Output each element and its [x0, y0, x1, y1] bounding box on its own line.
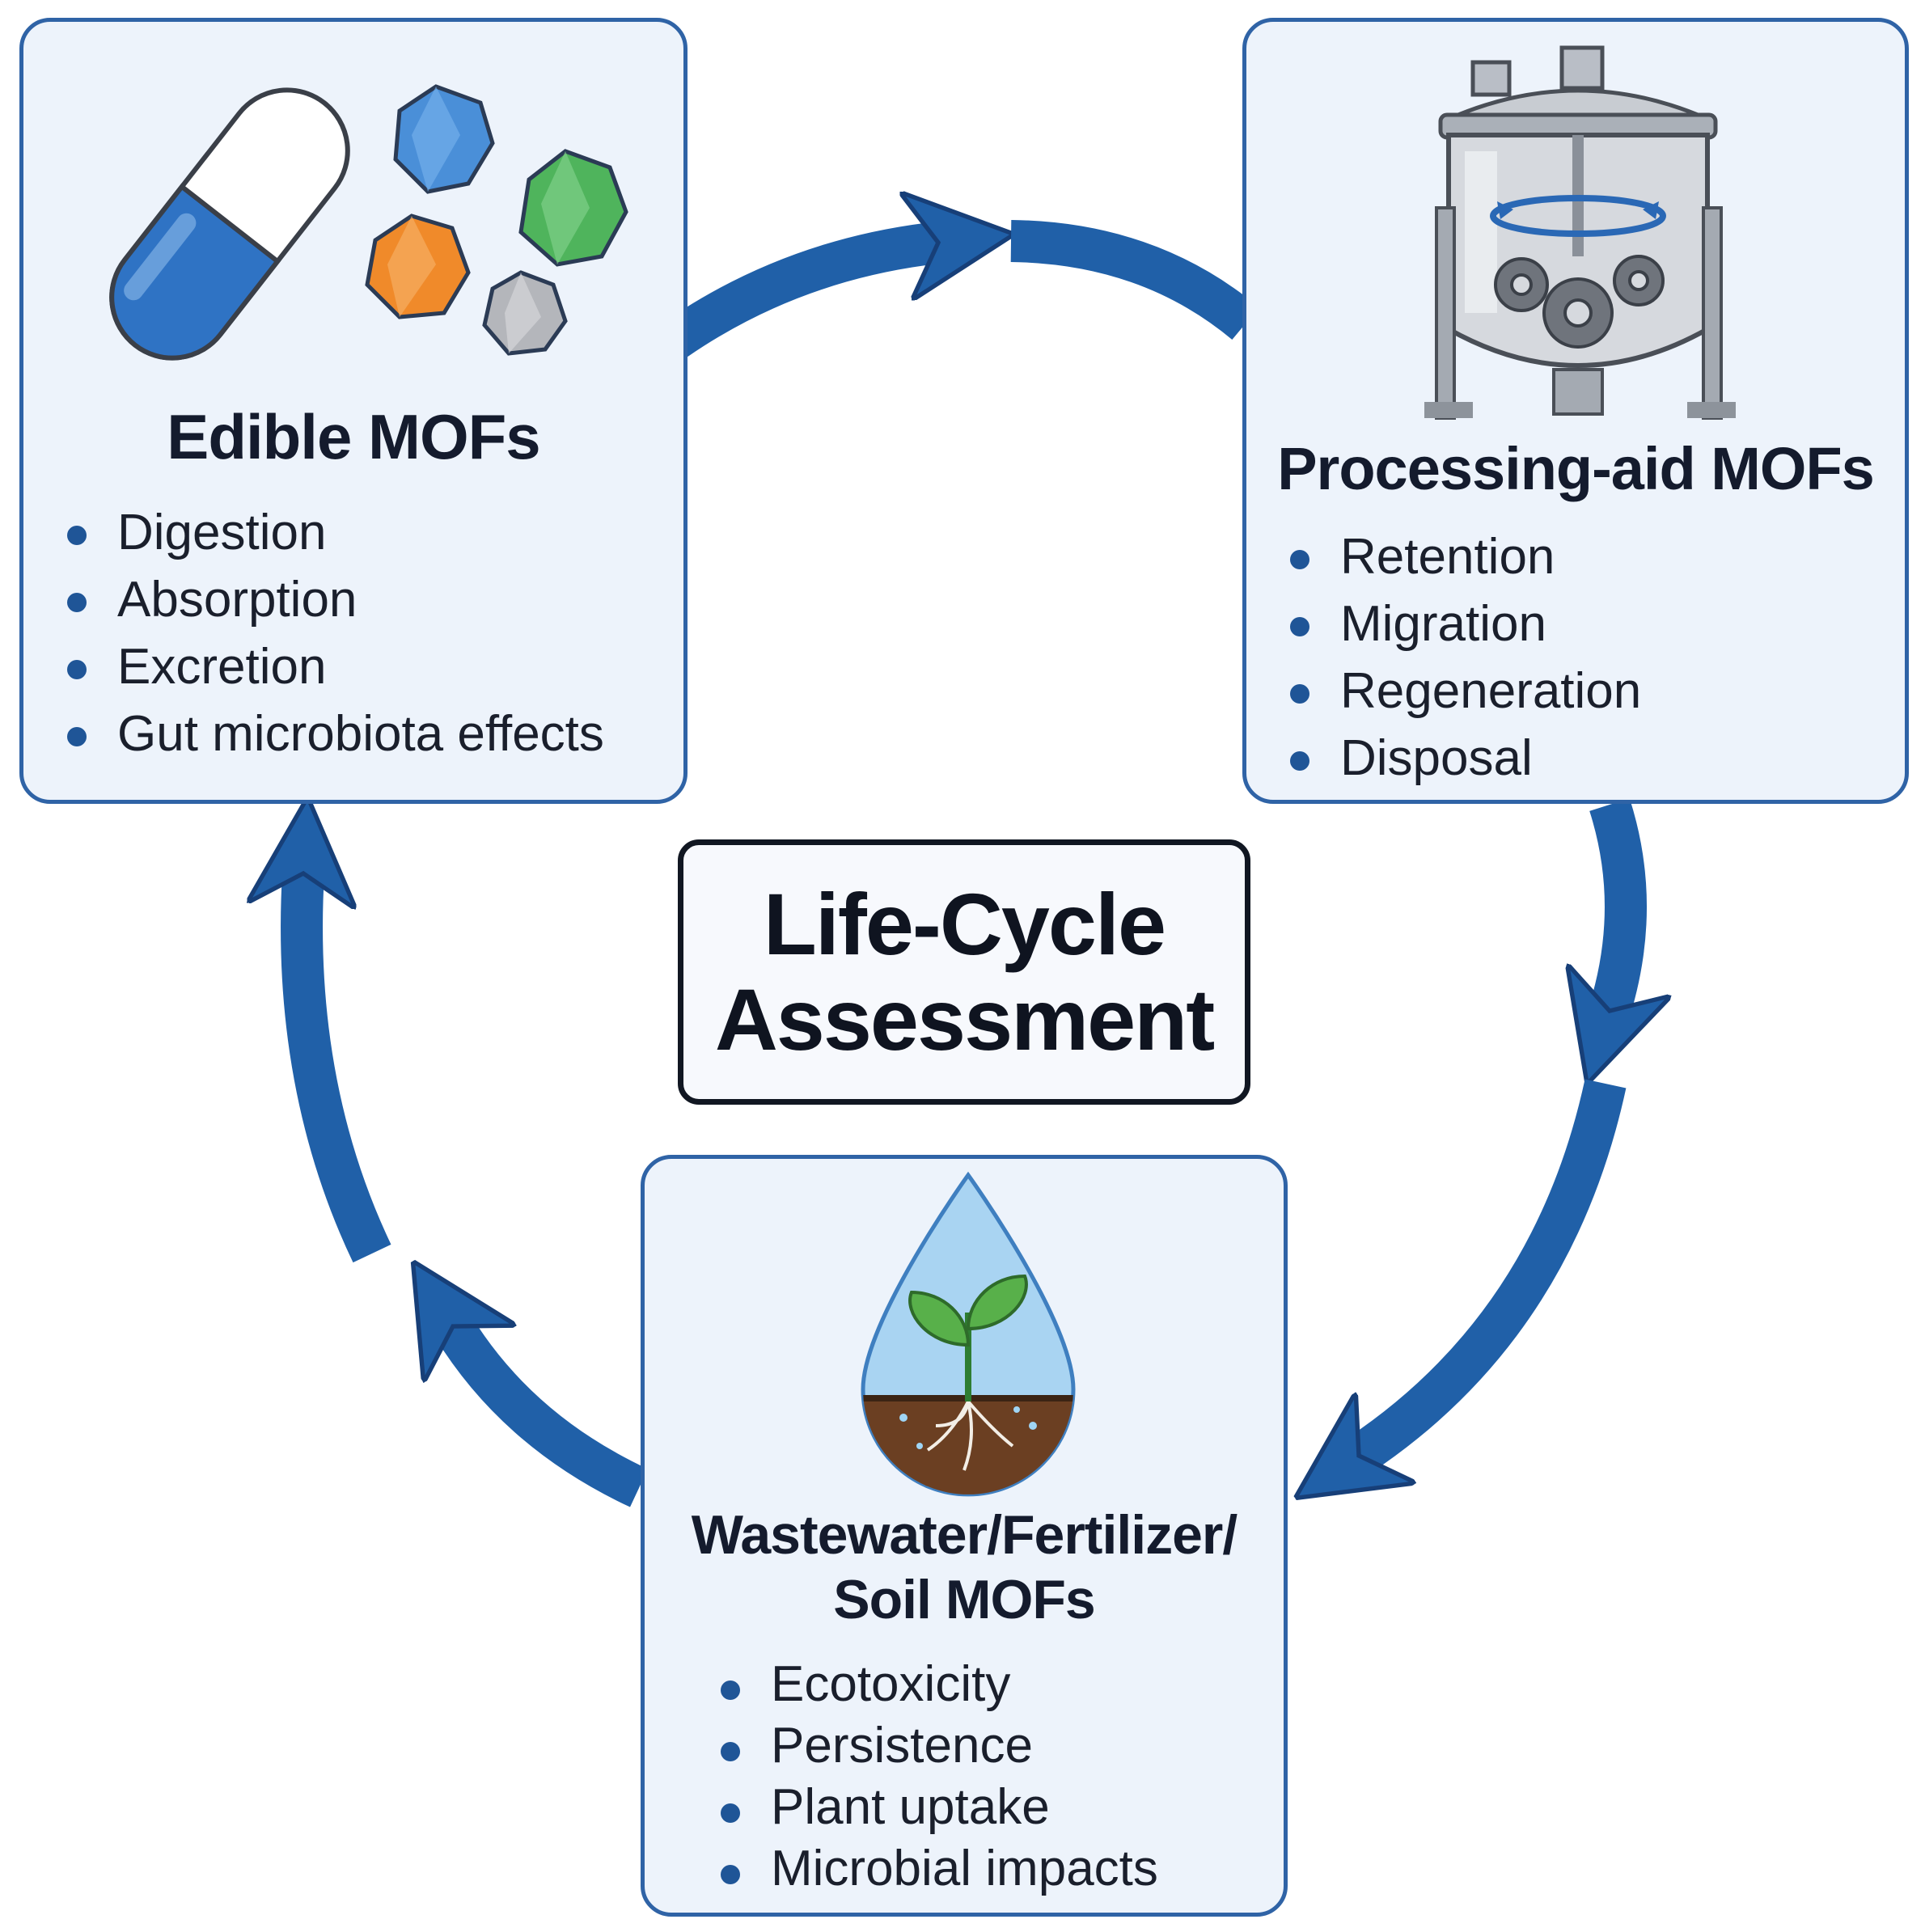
- list-item: Gut microbiota effects: [64, 700, 604, 767]
- list-item: Disposal: [1287, 725, 1641, 792]
- list-item: Regeneration: [1287, 657, 1641, 725]
- water-drop-plant-icon: [861, 1171, 1076, 1497]
- arrow-processing-to-wastewater-upper: [1610, 798, 1626, 1011]
- list-item: Plant uptake: [717, 1777, 1158, 1838]
- life-cycle-assessment-box: Life-Cycle Assessment: [678, 839, 1250, 1105]
- processing-title: Processing-aid MOFs: [1277, 435, 1875, 502]
- center-title-line2: Assessment: [714, 970, 1215, 1068]
- list-item: Retention: [1287, 523, 1641, 590]
- card-processing-aid-mofs: Processing-aid MOFs Retention Migration …: [1242, 18, 1909, 804]
- list-item: Ecotoxicity: [717, 1654, 1158, 1715]
- list-item: Absorption: [64, 566, 604, 633]
- edible-illustration: [109, 84, 628, 361]
- edible-title: Edible MOFs: [167, 401, 540, 472]
- card-edible-mofs: Edible MOFs Digestion Absorption Excreti…: [19, 18, 688, 804]
- wastewater-list: Ecotoxicity Persistence Plant uptake Mic…: [717, 1654, 1158, 1900]
- list-item: Migration: [1287, 590, 1641, 657]
- arrow-processing-connector: [1010, 220, 1259, 340]
- card-wastewater-fertilizer-soil-mofs: Wastewater/Fertilizer/ Soil MOFs Ecotoxi…: [641, 1155, 1288, 1917]
- arrow-wastewater-to-edible-lower: [453, 1326, 649, 1507]
- processing-list: Retention Migration Regeneration Disposa…: [1287, 523, 1641, 792]
- arrow-edible-to-processing: [663, 243, 938, 357]
- wastewater-illustration: [861, 1171, 1076, 1497]
- reactor-tank-icon: [1424, 45, 1736, 420]
- list-item: Microbial impacts: [717, 1838, 1158, 1900]
- list-item: Digestion: [64, 499, 604, 566]
- list-item: Excretion: [64, 633, 604, 700]
- wastewater-title-line1: Wastewater/Fertilizer/: [691, 1504, 1238, 1566]
- arrow-processing-to-wastewater-lower: [1359, 1079, 1627, 1456]
- center-title-line1: Life-Cycle: [763, 875, 1166, 973]
- edible-list: Digestion Absorption Excretion Gut micro…: [64, 499, 604, 767]
- wastewater-title-line2: Soil MOFs: [833, 1569, 1095, 1630]
- capsule-icon: [109, 87, 350, 361]
- gears-icon: [1494, 255, 1665, 349]
- arrow-wastewater-to-edible-upper: [302, 873, 391, 1263]
- processing-illustration: [1424, 45, 1736, 420]
- list-item: Persistence: [717, 1715, 1158, 1777]
- crystal-gems-icon: [365, 84, 628, 356]
